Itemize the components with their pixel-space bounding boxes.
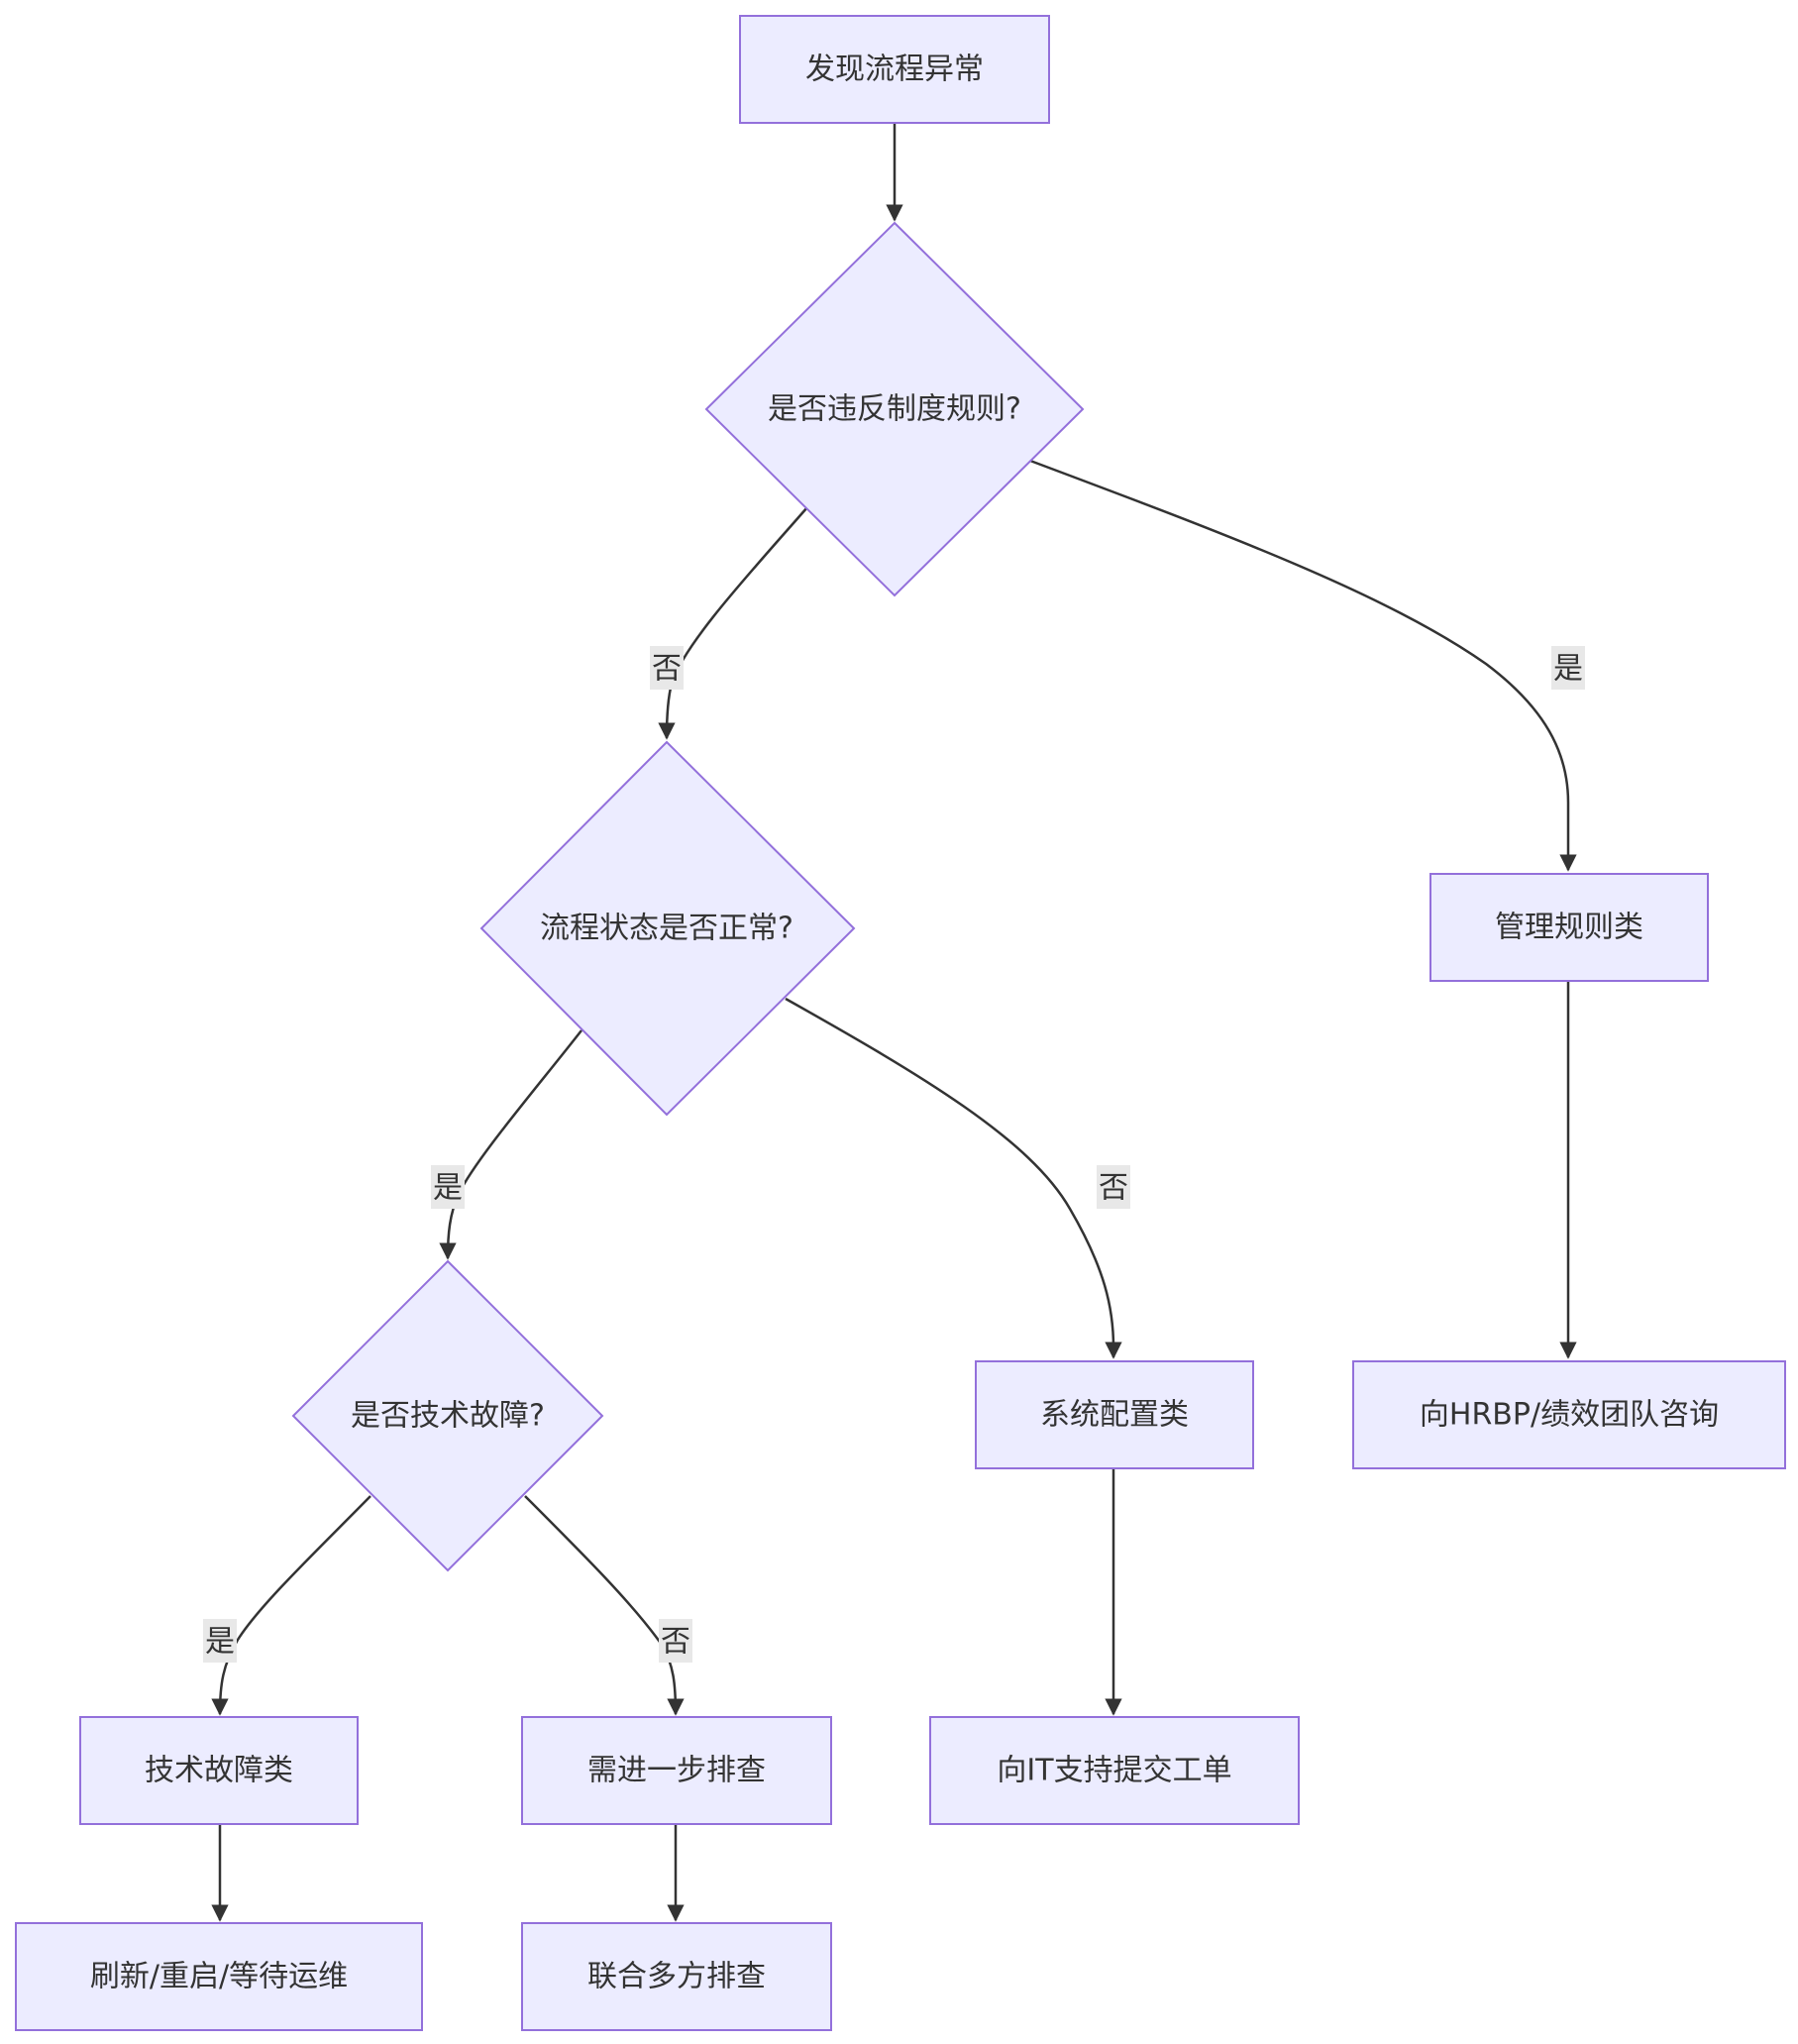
- edge-label-text: 否: [661, 1625, 690, 1660]
- node-refresh: 刷新/重启/等待运维: [15, 1922, 423, 2031]
- node-joint: 联合多方排查: [521, 1922, 832, 2031]
- edge-label-text: 是: [433, 1171, 463, 1206]
- edge-rule-yes: [1029, 459, 1577, 872]
- edge-label-text: 否: [652, 652, 682, 687]
- node-start: 发现流程异常: [739, 15, 1050, 124]
- node-label: 流程状态是否正常?: [540, 912, 793, 946]
- edge-label-text: 否: [1099, 1171, 1128, 1206]
- node-label: 需进一步排查: [587, 1754, 766, 1788]
- node-label: 系统配置类: [1040, 1398, 1189, 1433]
- edge-label-text: 是: [1553, 652, 1583, 687]
- node-sys-config: 系统配置类: [975, 1360, 1254, 1469]
- edge-label-tech-yes: 是: [203, 1619, 237, 1663]
- edge-label-tech-no: 否: [659, 1619, 692, 1663]
- node-label: 向IT支持提交工单: [997, 1754, 1231, 1788]
- node-decision-tech: 是否技术故障?: [291, 1259, 604, 1572]
- node-it-ticket: 向IT支持提交工单: [929, 1716, 1300, 1825]
- edge-label-status-yes: 是: [431, 1165, 465, 1209]
- node-label: 联合多方排查: [587, 1960, 766, 1994]
- node-investigate: 需进一步排查: [521, 1716, 832, 1825]
- edge-tech-yes: [211, 1495, 371, 1716]
- edge-label-rule-yes: 是: [1551, 646, 1585, 690]
- edge-status-no: [785, 997, 1122, 1359]
- node-mgmt-rule: 管理规则类: [1429, 873, 1709, 982]
- edge-label-status-no: 否: [1097, 1165, 1130, 1209]
- node-label: 向HRBP/绩效团队咨询: [1420, 1398, 1719, 1433]
- node-label: 是否违反制度规则?: [768, 392, 1021, 427]
- edge-rule-no: [658, 506, 808, 740]
- edge-label-rule-no: 否: [650, 646, 684, 690]
- edge-status-yes: [439, 1029, 582, 1260]
- edge-tech-no: [524, 1495, 685, 1716]
- node-label: 刷新/重启/等待运维: [90, 1960, 348, 1994]
- node-hrbp: 向HRBP/绩效团队咨询: [1352, 1360, 1786, 1469]
- node-label: 管理规则类: [1495, 911, 1643, 945]
- node-decision-rule: 是否违反制度规则?: [704, 221, 1085, 597]
- node-label: 是否技术故障?: [351, 1399, 545, 1434]
- node-label: 发现流程异常: [805, 53, 984, 87]
- node-decision-status: 流程状态是否正常?: [479, 740, 856, 1117]
- node-label: 技术故障类: [145, 1754, 293, 1788]
- node-tech-fault: 技术故障类: [79, 1716, 359, 1825]
- edge-label-text: 是: [205, 1625, 235, 1660]
